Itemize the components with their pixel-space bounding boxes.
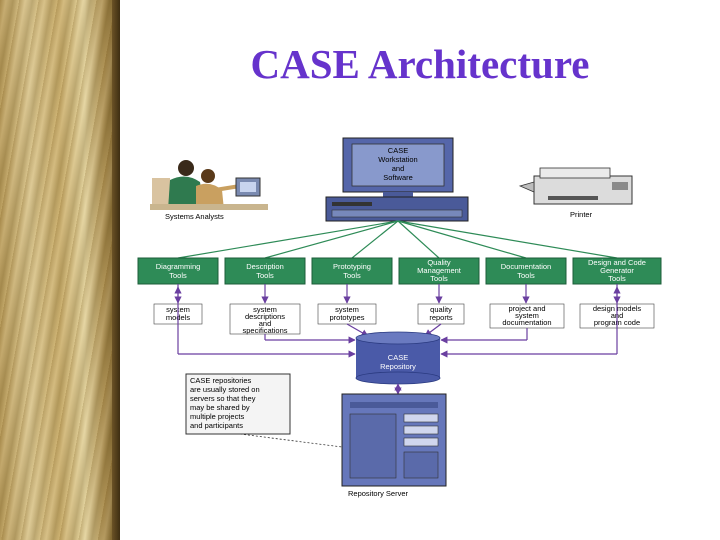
- output-label: prototypes: [329, 313, 364, 322]
- output-label: quality: [430, 305, 452, 314]
- systems-analysts-illustration: [150, 160, 268, 210]
- output-label: specifications: [242, 326, 287, 335]
- case-workstation: [325, 137, 469, 222]
- analyst-desk: [150, 204, 268, 210]
- note-line: are usually stored on: [190, 385, 260, 394]
- workstation-screen: [351, 143, 445, 187]
- tool-label: Tools: [608, 274, 626, 283]
- output-label: and: [259, 319, 272, 328]
- note-line: multiple projects: [190, 412, 244, 421]
- printer-label: Printer: [570, 210, 593, 219]
- repository-label: CASE: [388, 353, 408, 362]
- tool-output-arrows: [174, 284, 621, 304]
- note-line: CASE repositories: [190, 376, 252, 385]
- workstation-label-3: and: [392, 164, 405, 173]
- output-labels: [153, 303, 655, 335]
- tool-label: Description: [246, 262, 284, 271]
- tool-label: Tools: [343, 271, 361, 280]
- tool-label: Tools: [517, 271, 535, 280]
- output-label: system: [253, 305, 277, 314]
- tool-label: Documentation: [501, 262, 551, 271]
- output-label: project and: [508, 304, 545, 313]
- tool-label: Diagramming: [156, 262, 201, 271]
- repository-bus: [174, 286, 621, 358]
- tool-box-design-code-generator: [572, 257, 662, 285]
- note-pointer: [239, 433, 343, 448]
- output-label: descriptions: [245, 312, 285, 321]
- analyst-head-2: [201, 169, 215, 183]
- tool-label: Tools: [256, 271, 274, 280]
- tool-label: Tools: [430, 274, 448, 283]
- page-title: CASE Architecture: [250, 41, 590, 87]
- analysts-label: Systems Analysts: [165, 212, 224, 221]
- case-repository-cylinder: [355, 331, 441, 385]
- note-line: may be shared by: [190, 403, 250, 412]
- workstation-label-2: Workstation: [378, 155, 417, 164]
- tool-label: Generator: [600, 266, 634, 275]
- tool-label: Prototyping: [333, 262, 371, 271]
- tool-label: Design and Code: [588, 258, 646, 267]
- printer-illustration: [518, 167, 633, 205]
- workstation-label-4: Software: [383, 173, 413, 182]
- tool-label: Tools: [169, 271, 187, 280]
- workstation-keyboard-unit: [325, 196, 469, 222]
- tool-box-prototyping: [311, 257, 393, 285]
- output-label: documentation: [502, 318, 551, 327]
- output-label: system: [515, 311, 539, 320]
- workstation-label-1: CASE: [388, 146, 408, 155]
- note-box: [185, 373, 291, 435]
- server-label: Repository Server: [348, 489, 409, 498]
- repository-server-illustration: [341, 393, 447, 487]
- tool-box-diagramming: [137, 257, 219, 285]
- analyst-head-1: [178, 160, 194, 176]
- repository-label: Repository: [380, 362, 416, 371]
- marble-column-edge: [112, 0, 120, 540]
- note-line: and participants: [190, 421, 243, 430]
- marble-column-decoration: [0, 0, 120, 540]
- output-label: reports: [429, 313, 453, 322]
- analyst-body-1: [168, 176, 204, 210]
- tool-label: Quality: [427, 258, 451, 267]
- output-label: system: [335, 305, 359, 314]
- note-line: servers so that they: [190, 394, 256, 403]
- workstation-connectors: [177, 220, 618, 259]
- tool-boxes: [137, 257, 662, 285]
- tool-label: Management: [417, 266, 462, 275]
- tool-box-documentation: [485, 257, 567, 285]
